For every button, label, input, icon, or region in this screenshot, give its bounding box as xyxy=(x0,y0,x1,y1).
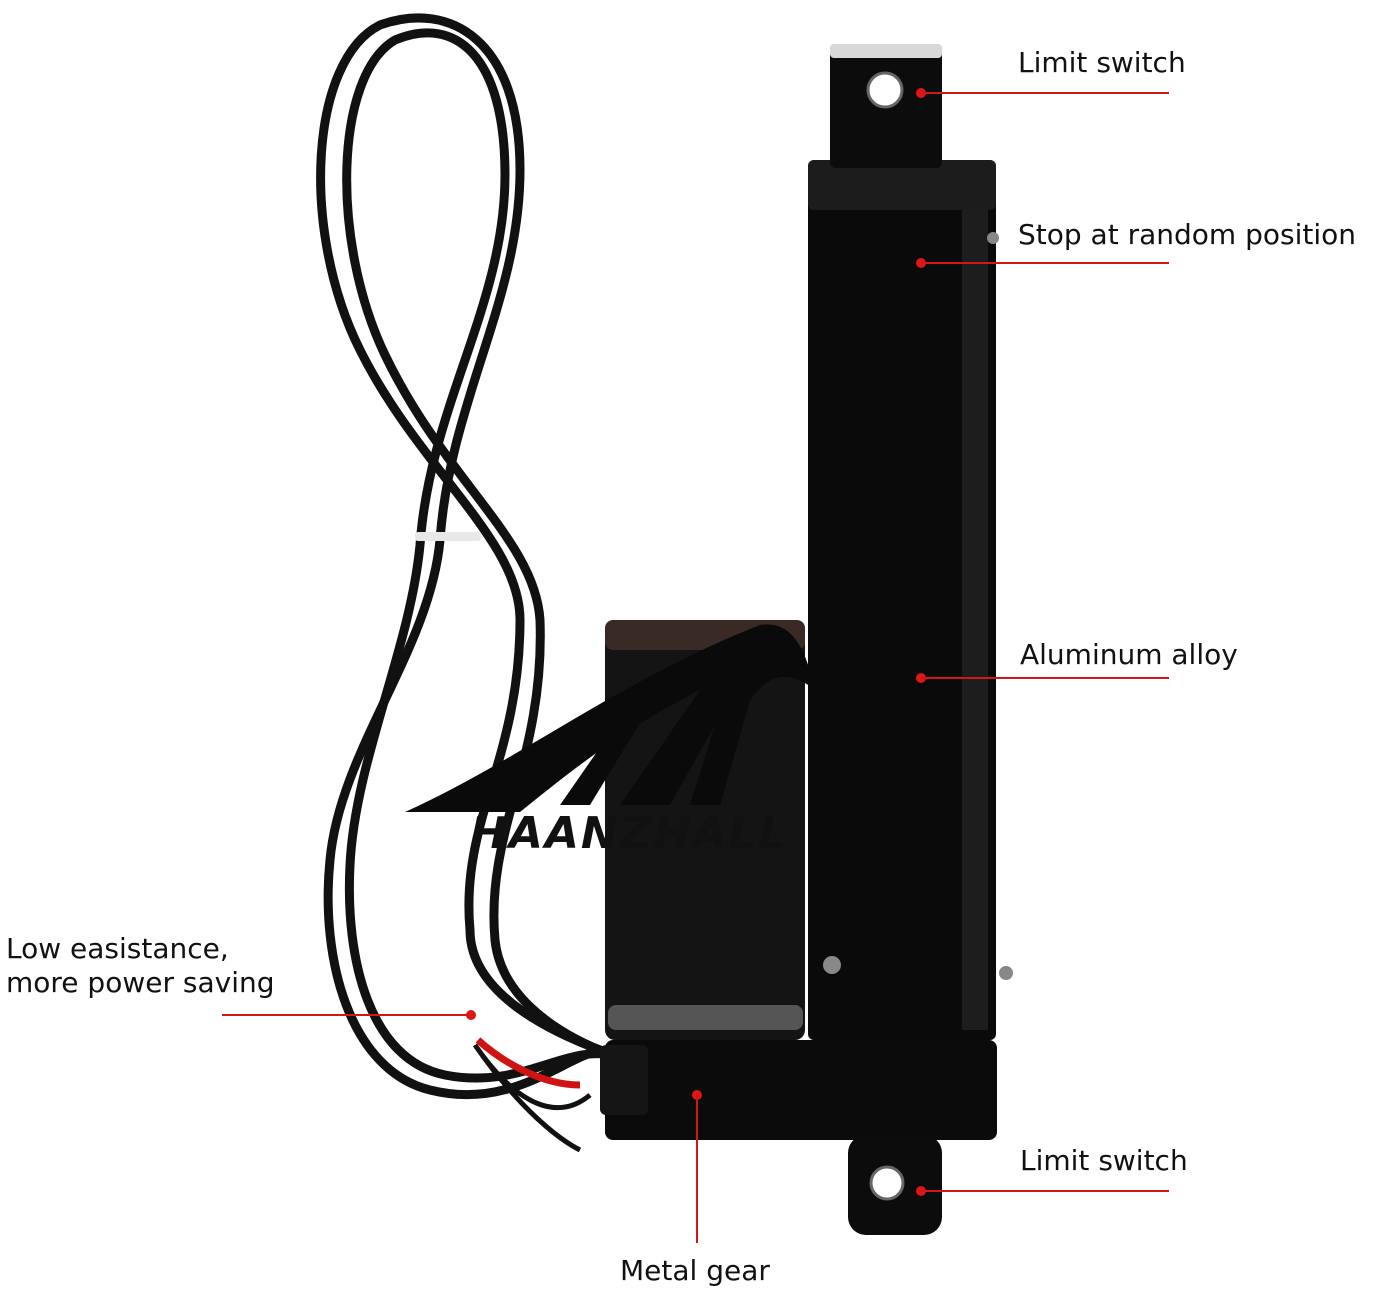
callout-line-aluminum xyxy=(921,677,1169,679)
top-rod xyxy=(830,44,942,168)
callout-line-low-resistance xyxy=(222,1014,472,1016)
label-low-resistance-line1: Low easistance, xyxy=(6,932,229,965)
callout-line-bottom-limit xyxy=(921,1190,1169,1192)
label-bottom-limit-switch: Limit switch xyxy=(1020,1144,1188,1177)
black-wire xyxy=(472,1043,592,1153)
label-aluminum-alloy: Aluminum alloy xyxy=(1020,638,1238,671)
callout-line-metal-gear xyxy=(696,1095,698,1243)
red-wire xyxy=(475,1037,581,1089)
brand-logo xyxy=(405,624,815,812)
aluminum-tube xyxy=(808,160,1013,1040)
callout-dot-low-resistance xyxy=(466,1010,476,1020)
power-cable xyxy=(316,13,617,1100)
bottom-clevis xyxy=(848,1135,942,1235)
label-top-limit-switch: Limit switch xyxy=(1018,46,1186,79)
brand-watermark-text: HAANZHALL xyxy=(470,808,789,859)
cable-tie xyxy=(415,532,481,541)
label-stop-position: Stop at random position xyxy=(1018,218,1356,251)
label-low-resistance-line2: more power saving xyxy=(6,966,275,999)
callout-line-top-limit xyxy=(921,92,1169,94)
callout-line-stop-position xyxy=(921,262,1169,264)
label-metal-gear: Metal gear xyxy=(620,1254,770,1287)
gear-box xyxy=(600,1040,997,1140)
